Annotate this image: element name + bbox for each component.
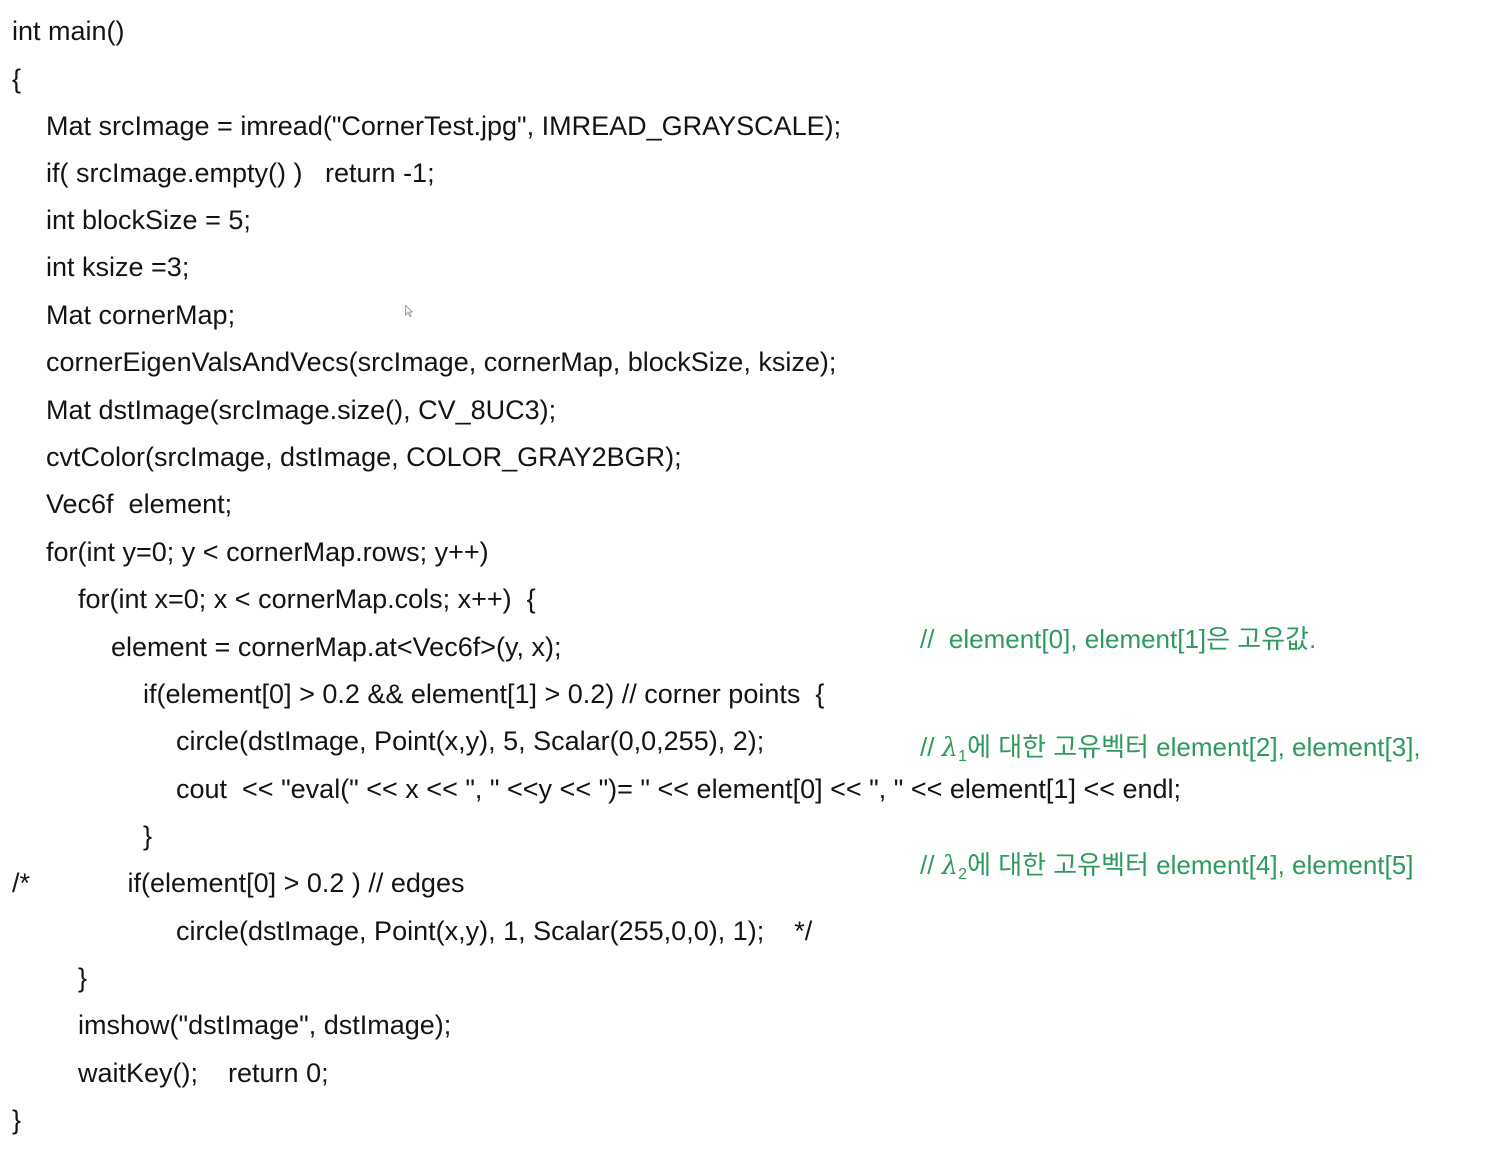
code-line-dstimage-decl: Mat dstImage(srcImage.size(), CV_8UC3); — [46, 395, 557, 425]
code-line-cornermap-decl: Mat cornerMap; — [46, 300, 236, 330]
lambda2-symbol: λ — [941, 851, 959, 881]
code-line-close-for: } — [78, 963, 88, 993]
comment-eigenvalues: // element[0], element[1]은 고유값. — [920, 624, 1317, 654]
comment-lambda1-prefix: // — [920, 732, 942, 762]
code-line-circle-corner: circle(dstImage, Point(x,y), 5, Scalar(0… — [176, 726, 765, 756]
code-line-close-main: } — [12, 1105, 22, 1135]
code-line-blocksize: int blockSize = 5; — [46, 205, 251, 235]
code-line-eigenvals: cornerEigenValsAndVecs(srcImage, cornerM… — [46, 347, 837, 377]
code-line-if-corner: if(element[0] > 0.2 && element[1] > 0.2)… — [143, 679, 825, 709]
code-line-int-main: int main() — [12, 16, 125, 46]
code-line-for-y: for(int y=0; y < cornerMap.rows; y++) — [46, 537, 489, 567]
comment-lambda1-text: 에 대한 고유벡터 element[2], element[3], — [967, 732, 1421, 762]
code-line-imread: Mat srcImage = imread("CornerTest.jpg", … — [46, 111, 842, 141]
lambda2-subscript: 2 — [958, 866, 968, 883]
code-line-close-if: } — [143, 821, 153, 851]
code-line-comment-if-edges: /* if(element[0] > 0.2 ) // edges — [12, 868, 465, 898]
comment-lambda2-eigenvector: // λ2에 대한 고유벡터 element[4], element[5] — [920, 847, 1421, 893]
code-line-element-decl: Vec6f element; — [46, 489, 233, 519]
mouse-pointer-icon — [405, 305, 413, 317]
code-line-element-assign: element = cornerMap.at<Vec6f>(y, x); — [111, 632, 562, 662]
comment-lambda2-prefix: // — [920, 850, 942, 880]
code-line-cvtcolor: cvtColor(srcImage, dstImage, COLOR_GRAY2… — [46, 442, 682, 472]
code-line-open-brace: { — [12, 64, 22, 94]
code-line-for-x: for(int x=0; x < cornerMap.cols; x++) { — [78, 584, 536, 614]
code-line-imshow: imshow("dstImage", dstImage); — [78, 1010, 452, 1040]
lambda1-subscript: 1 — [958, 748, 968, 765]
code-line-ksize: int ksize =3; — [46, 252, 190, 282]
lambda1-symbol: λ — [941, 733, 959, 763]
comment-lambda2-text: 에 대한 고유벡터 element[4], element[5] — [967, 850, 1414, 880]
code-line-waitkey: waitKey(); return 0; — [78, 1058, 329, 1088]
comment-lambda1-eigenvector: // λ1에 대한 고유벡터 element[2], element[3], — [920, 729, 1421, 775]
eigen-comment-block: // element[0], element[1]은 고유값. // λ1에 대… — [920, 549, 1421, 965]
code-line-empty-check: if( srcImage.empty() ) return -1; — [46, 158, 435, 188]
code-line-cout: cout << "eval(" << x << ", " <<y << ")= … — [176, 774, 1182, 804]
code-line-comment-circle-edges: circle(dstImage, Point(x,y), 1, Scalar(2… — [176, 916, 813, 946]
